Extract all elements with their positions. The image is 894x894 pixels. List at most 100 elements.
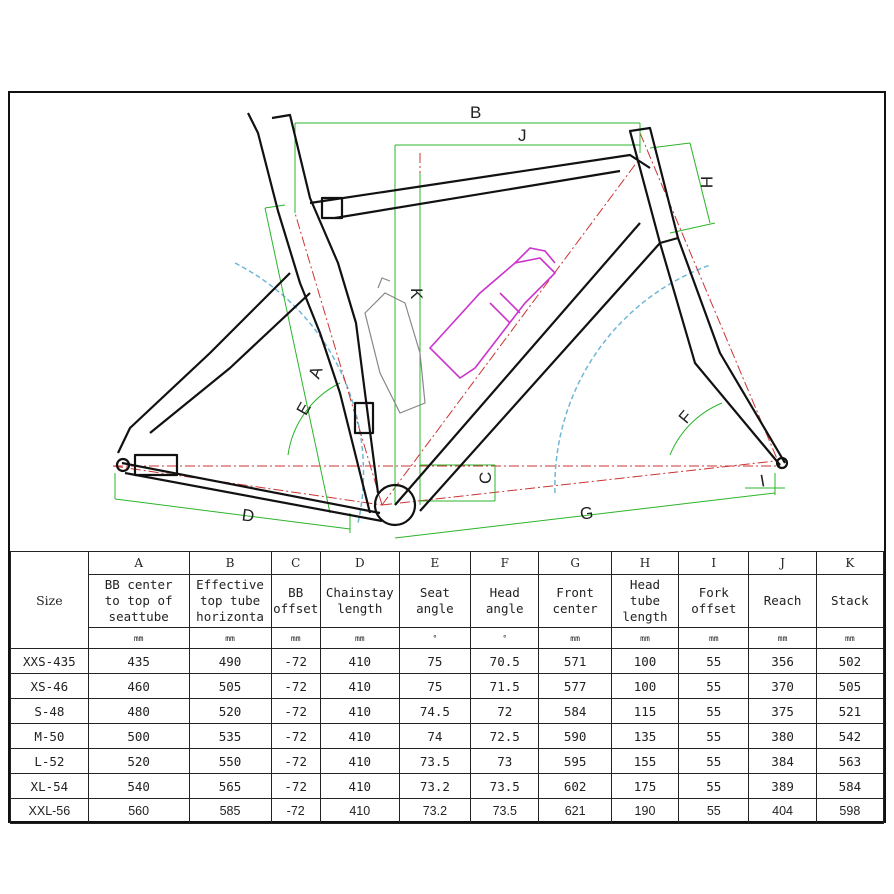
value-cell: 410 (319, 798, 400, 824)
value-cell: 55 (678, 748, 750, 774)
value-cell: 135 (610, 723, 680, 749)
column-letter: A (87, 551, 190, 575)
value-cell: 72.5 (470, 723, 540, 749)
seat-tube-rear (247, 112, 372, 514)
value-cell: 490 (188, 648, 272, 674)
value-cell: 70.5 (470, 648, 540, 674)
dim-letter-a: A (305, 363, 327, 381)
value-cell: 502 (815, 648, 885, 674)
bike-frame (115, 112, 789, 527)
value-cell: 73.5 (470, 773, 540, 799)
value-cell: 73 (470, 748, 540, 774)
value-cell: 520 (87, 748, 190, 774)
value-cell: 410 (319, 648, 400, 674)
dim-letter-d: D (241, 505, 256, 526)
value-cell: 55 (678, 723, 750, 749)
size-header: Size (10, 551, 89, 649)
value-cell: 621 (538, 798, 612, 824)
value-cell: 72 (470, 698, 540, 724)
size-cell: M-50 (10, 723, 89, 749)
value-cell: 560 (87, 798, 190, 824)
column-unit: mm (87, 627, 190, 649)
value-cell: 410 (319, 723, 400, 749)
column-letter: C (270, 551, 321, 575)
value-cell: 595 (538, 748, 612, 774)
rear-dropout (115, 457, 131, 473)
value-cell: 500 (87, 723, 190, 749)
value-cell: 404 (748, 798, 817, 824)
size-cell: S-48 (10, 698, 89, 724)
column-unit: mm (319, 627, 400, 649)
value-cell: 410 (319, 673, 400, 699)
value-cell: 55 (678, 798, 750, 824)
value-cell: 75 (398, 673, 472, 699)
value-cell: 75 (398, 648, 472, 674)
size-cell: XXS-435 (10, 648, 89, 674)
value-cell: -72 (270, 673, 321, 699)
frame-geometry-diagram: B J H K A E F C D G I (112, 103, 789, 539)
value-cell: 389 (748, 773, 817, 799)
value-cell: 356 (748, 648, 817, 674)
dim-letter-k: K (407, 288, 426, 300)
value-cell: 55 (678, 698, 750, 724)
column-letter: F (470, 551, 540, 575)
column-letter: J (748, 551, 817, 575)
column-unit: mm (678, 627, 750, 649)
top-tube (309, 153, 651, 205)
column-label: Reach (748, 574, 817, 628)
front-derailleur-mount (353, 401, 375, 435)
value-cell: 55 (678, 773, 750, 799)
value-cell: 74 (398, 723, 472, 749)
value-cell: 460 (87, 673, 190, 699)
value-cell: 550 (188, 748, 272, 774)
dim-letter-g: G (579, 503, 594, 523)
rear-wheel-arc (234, 262, 365, 524)
bottle-cage-icon (364, 277, 426, 414)
value-cell: 410 (319, 748, 400, 774)
value-cell: 380 (748, 723, 817, 749)
dim-letter-h: H (697, 176, 716, 188)
front-wheel-arc (554, 264, 711, 494)
bottom-bracket (373, 483, 417, 527)
value-cell: -72 (270, 798, 321, 824)
value-cell: 435 (87, 648, 190, 674)
column-letter: G (538, 551, 612, 575)
value-cell: -72 (270, 698, 321, 724)
dimension-lines (114, 122, 785, 539)
value-cell: 590 (538, 723, 612, 749)
value-cell: 505 (815, 673, 885, 699)
value-cell: -72 (270, 723, 321, 749)
value-cell: 190 (610, 798, 680, 824)
column-unit: mm (188, 627, 272, 649)
fork (658, 237, 786, 466)
column-letter: I (678, 551, 750, 575)
value-cell: 71.5 (470, 673, 540, 699)
value-cell: 540 (87, 773, 190, 799)
column-letter: H (610, 551, 680, 575)
value-cell: 100 (610, 673, 680, 699)
column-unit: ° (470, 627, 540, 649)
value-cell: 73.2 (398, 798, 472, 824)
value-cell: 520 (188, 698, 272, 724)
value-cell: 410 (319, 773, 400, 799)
size-cell: XS-46 (10, 673, 89, 699)
value-cell: 55 (678, 648, 750, 674)
value-cell: 410 (319, 698, 400, 724)
water-bottle-icon (428, 247, 557, 380)
size-cell: L-52 (10, 748, 89, 774)
chain-stay (121, 461, 383, 523)
value-cell: 480 (87, 698, 190, 724)
value-cell: 175 (610, 773, 680, 799)
value-cell: 73.5 (470, 798, 540, 824)
